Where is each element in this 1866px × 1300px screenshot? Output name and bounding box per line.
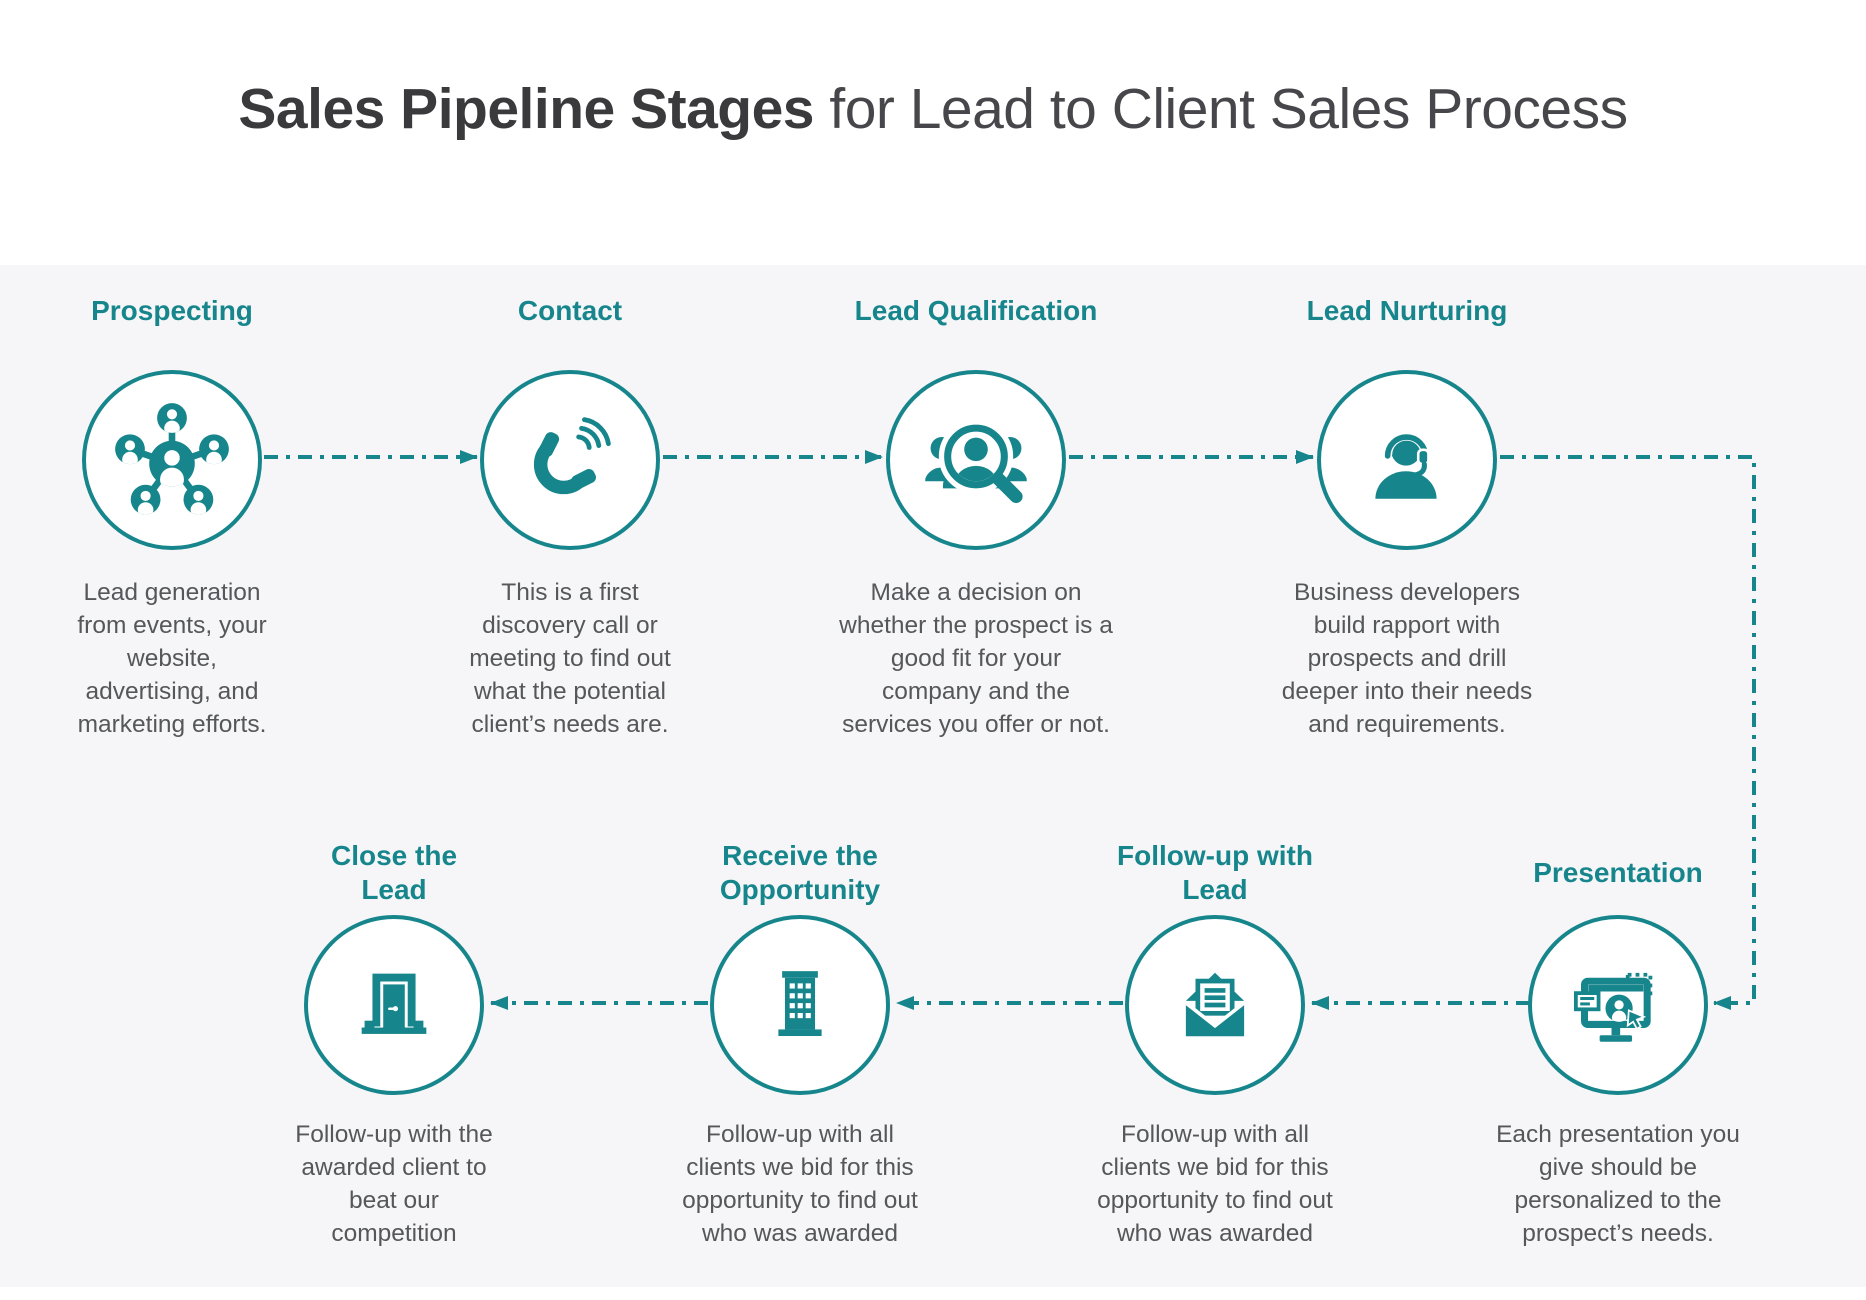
stage-circle bbox=[1528, 915, 1708, 1095]
people-magnifier-icon bbox=[925, 419, 1027, 504]
stage-description: Each presentation you give should be per… bbox=[1496, 1121, 1740, 1247]
stage-circle bbox=[886, 370, 1066, 550]
stage-prospecting: Prospecting Lead generation from events,… bbox=[2, 294, 342, 741]
headset-agent-icon bbox=[1375, 431, 1437, 499]
stage-presentation: Presentation Each presentation you give … bbox=[1448, 838, 1788, 1250]
stage-description: Follow-up with all clients we bid for th… bbox=[1097, 1121, 1333, 1247]
stage-title: Lead Nurturing bbox=[1306, 295, 1508, 326]
stage-lead-qualification: Lead Qualification Make a decision on wh… bbox=[806, 294, 1146, 741]
stage-receive-the-opportunity: Receive the Opportunity Follow-up with a… bbox=[630, 838, 970, 1250]
stage-description: Make a decision on whether the prospect … bbox=[839, 579, 1113, 738]
stage-circle bbox=[82, 370, 262, 550]
building-icon bbox=[778, 971, 822, 1037]
stage-circle bbox=[710, 915, 890, 1095]
stage-title: Receive the Opportunity bbox=[719, 840, 881, 905]
page-title-light: for Lead to Client Sales Process bbox=[814, 77, 1628, 141]
open-envelope-icon bbox=[1184, 972, 1246, 1037]
stage-title: Close the Lead bbox=[330, 840, 458, 905]
stage-circle bbox=[480, 370, 660, 550]
stage-title: Follow-up with Lead bbox=[1117, 840, 1313, 905]
stage-title: Prospecting bbox=[91, 295, 253, 326]
stage-description: Follow-up with the awarded client to bea… bbox=[295, 1121, 493, 1247]
stage-title: Presentation bbox=[1533, 857, 1703, 888]
stage-circle bbox=[1317, 370, 1497, 550]
stage-title: Lead Qualification bbox=[854, 295, 1098, 326]
stage-description: Follow-up with all clients we bid for th… bbox=[682, 1121, 918, 1247]
stage-circle bbox=[1125, 915, 1305, 1095]
stage-contact: Contact This is a first discovery call o… bbox=[400, 294, 740, 741]
door-icon bbox=[361, 973, 427, 1034]
stage-title: Contact bbox=[517, 295, 623, 326]
connector-arrow bbox=[1500, 455, 1756, 1010]
stage-description: This is a first discovery call or meetin… bbox=[469, 579, 671, 738]
presentation-monitor-icon bbox=[1573, 972, 1653, 1042]
stage-lead-nurturing: Lead Nurturing Business developers build… bbox=[1237, 294, 1577, 741]
phone-call-icon bbox=[533, 417, 611, 495]
page-title: Sales Pipeline Stages for Lead to Client… bbox=[0, 76, 1866, 142]
page-title-bold: Sales Pipeline Stages bbox=[238, 77, 815, 141]
stage-follow-up-with-lead: Follow-up with Lead Follow-up with all c… bbox=[1045, 838, 1385, 1250]
network-icon bbox=[112, 400, 232, 520]
stage-close-the-lead: Close the Lead Follow-up with the awarde… bbox=[224, 838, 564, 1250]
stage-circle bbox=[304, 915, 484, 1095]
stage-description: Lead generation from events, your websit… bbox=[77, 579, 267, 738]
stage-description: Business developers build rapport with p… bbox=[1281, 579, 1533, 738]
